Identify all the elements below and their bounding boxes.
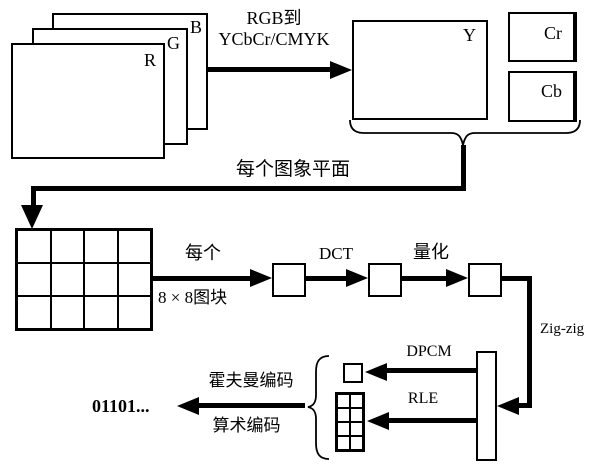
dpcm-arrow-line [385,368,477,373]
y-channel-label: Y [463,25,476,45]
zigzag-arrowhead [497,397,519,415]
grid-cell [84,296,118,329]
grid-cell [337,436,350,450]
dc-coefficient-square [343,363,363,383]
grid-cell [17,230,51,263]
grid-cell [337,422,350,436]
plane-g-label: G [167,33,180,53]
grid-cell [350,436,363,450]
dct-square [368,263,402,297]
rle-arrowhead [367,412,389,430]
quantize-arrow-line [402,276,446,281]
block-arrow-label-bottom: 8 × 8图块 [158,288,228,307]
cb-channel-box: Cb [508,71,577,122]
ac-coefficient-grid [335,392,365,452]
dct-arrowhead [346,269,368,287]
dct-label: DCT [319,244,353,263]
grid-cell [84,263,118,296]
rgb-to-ycbcr-arrowhead [330,61,352,79]
grid-cell [350,394,363,408]
plane-arrow-segment-across [31,186,466,191]
plane-r-label: R [143,50,156,70]
dct-arrow-line [306,276,346,281]
block-arrowhead [250,269,272,287]
rgb-to-ycbcr-arrow-line [208,67,334,72]
y-channel-box: Y [352,20,488,120]
block-arrow-label-top: 每个 [185,243,221,263]
plane-arrow-segment-down [461,145,466,190]
output-bitstream-label: 01101... [92,396,150,416]
cr-channel-label: Cr [544,23,562,43]
grid-cell [350,422,363,436]
dpcm-arrowhead [365,363,387,381]
cb-channel-label: Cb [540,81,562,101]
quantize-arrowhead [446,269,468,287]
entropy-brace [307,355,330,460]
huffman-label: 霍夫曼编码 [208,371,294,390]
quantize-label: 量化 [413,242,449,262]
dpcm-label: DPCM [406,343,452,360]
block-arrow-line [153,276,251,281]
cr-channel-box: Cr [508,12,577,62]
plane-arrow-label: 每个图象平面 [235,159,350,180]
grid-cell [17,263,51,296]
grid-cell [84,230,118,263]
grid-cell [50,296,84,329]
plane-b-label: B [189,17,202,37]
zigzag-label: Zig-zig [540,321,585,337]
grid-cell [50,230,84,263]
zigzag-segment-down [527,276,532,408]
grid-cell [337,408,350,422]
conversion-label: RGB到 YCbCr/CMYK [210,8,338,49]
image-block-grid [15,228,153,331]
grid-cell [17,296,51,329]
coefficient-buffer-box [476,351,497,461]
zigzag-segment-left [517,403,532,408]
grid-cell [117,296,151,329]
quantized-square [468,263,502,297]
grid-cell [337,394,350,408]
conversion-label-line2: YCbCr/CMYK [218,28,330,49]
zigzag-segment-right [500,276,532,281]
output-arrow-line [197,403,305,408]
grid-cell [50,263,84,296]
grid-cell [350,408,363,422]
conversion-label-line1: RGB到 [246,8,302,28]
grid-cell [117,263,151,296]
grid-cell [117,230,151,263]
plane-arrow-segment-drop [31,186,36,208]
plane-r-box: R [11,43,165,159]
plane-arrowhead [21,205,43,229]
rle-label: RLE [407,390,439,407]
arithmetic-label: 算术编码 [212,416,281,435]
block-square [272,263,306,297]
output-arrowhead [177,397,199,415]
rle-arrow-line [387,418,477,423]
